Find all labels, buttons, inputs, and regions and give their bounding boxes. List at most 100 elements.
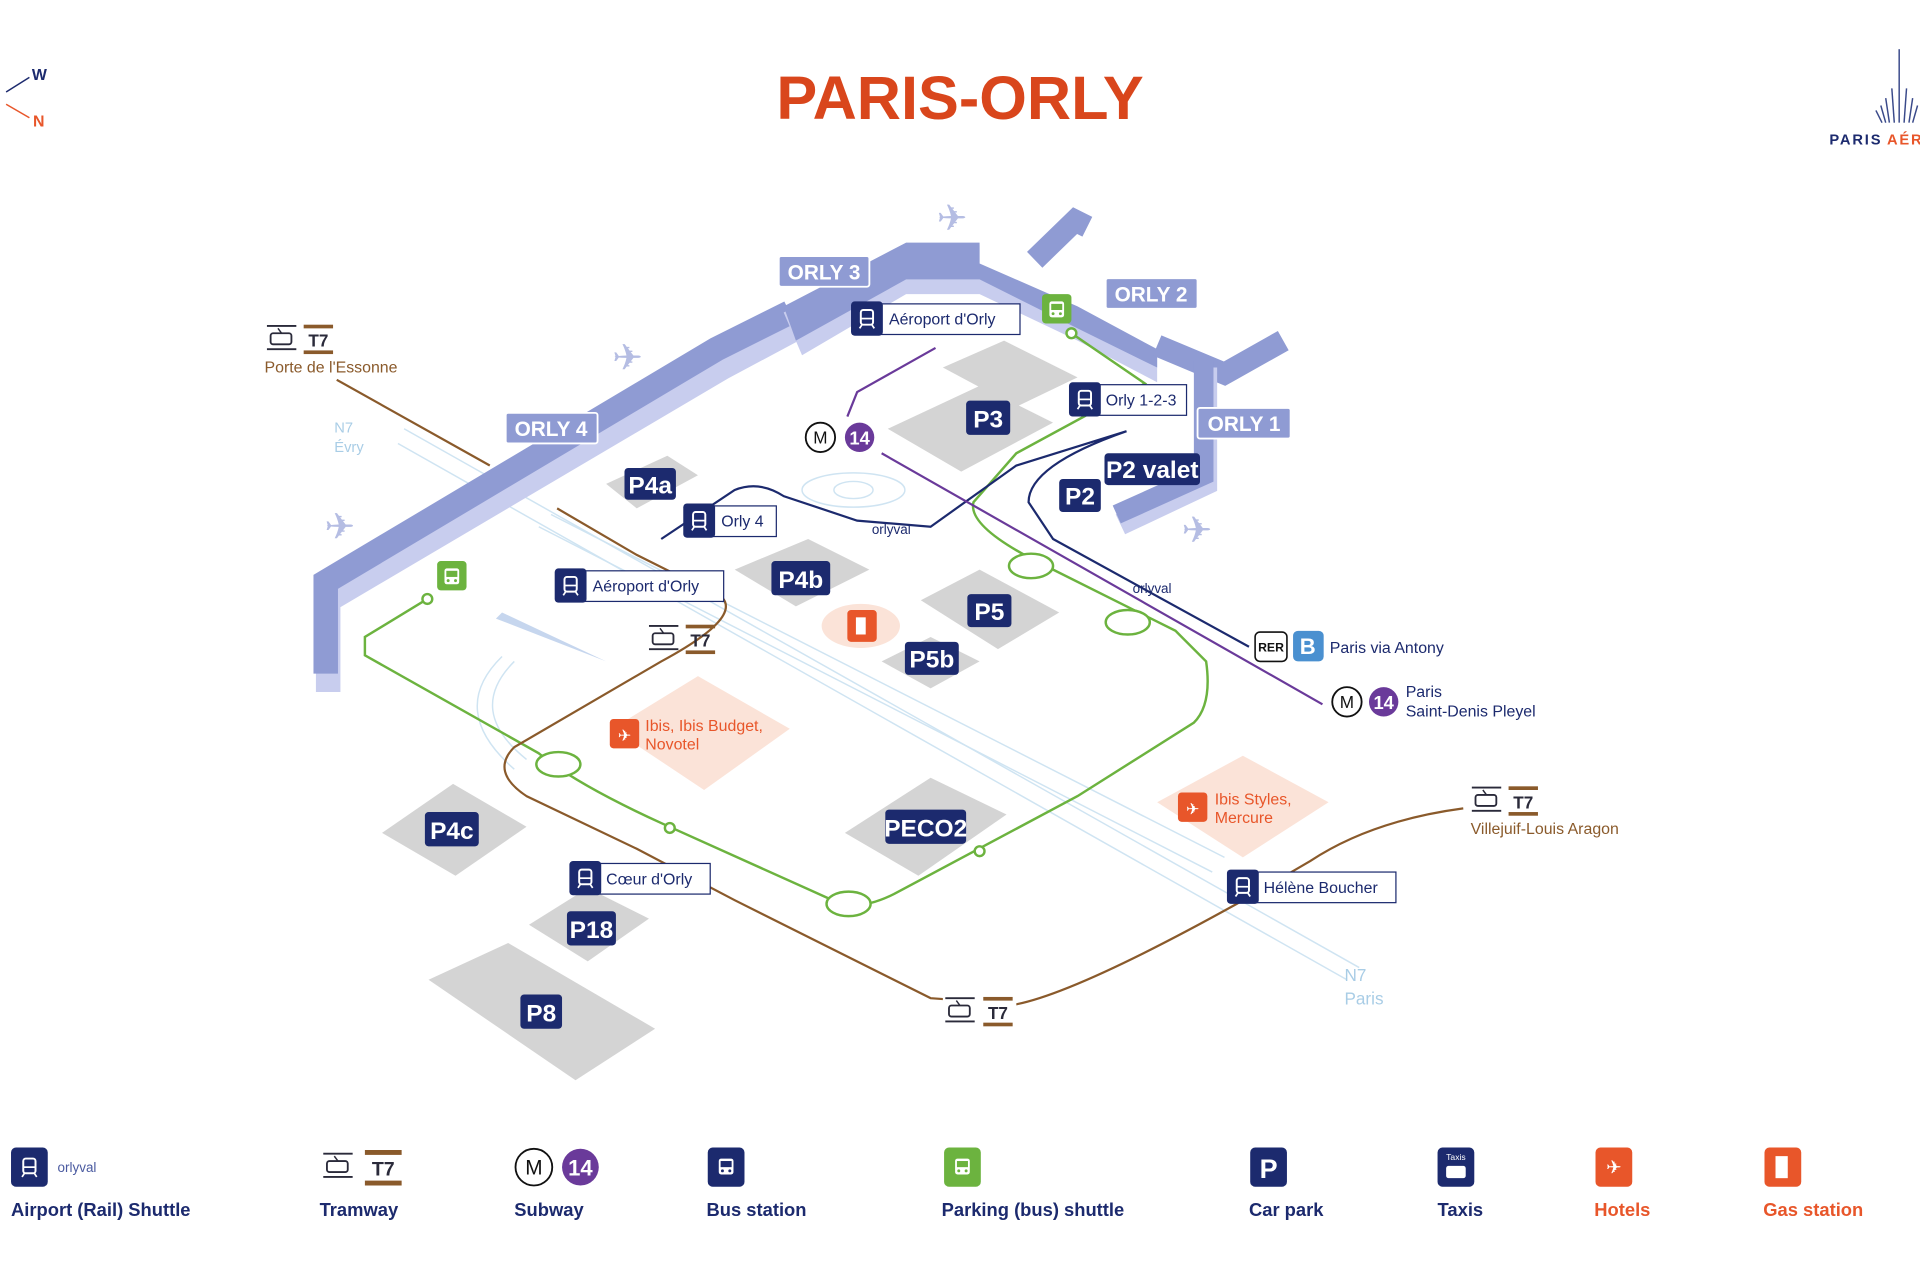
svg-text:M: M (1340, 692, 1354, 712)
legend-tramway: T7 Tramway (320, 1150, 402, 1220)
parking-p4c[interactable]: P4c (424, 812, 479, 847)
plane-icon: ✈ (937, 197, 968, 238)
svg-text:Hotels: Hotels (1594, 1199, 1650, 1220)
parking-p3[interactable]: P3 (966, 400, 1011, 435)
svg-text:orlyval: orlyval (58, 1160, 97, 1175)
svg-text:Hélène Boucher: Hélène Boucher (1264, 880, 1379, 897)
station-helene-boucher[interactable]: Hélène Boucher (1226, 869, 1397, 904)
legend-hotels: ✈ Hotels (1594, 1147, 1650, 1220)
orlyval-line (660, 430, 1250, 648)
svg-text:RER: RER (1258, 641, 1284, 655)
fuel-pump-icon (855, 617, 866, 635)
svg-text:P4b: P4b (778, 567, 823, 594)
svg-text:AÉR: AÉR (1887, 132, 1920, 149)
shuttle-stop (1104, 608, 1152, 636)
station-orly-4[interactable]: Orly 4 (683, 503, 777, 538)
svg-text:Cœur d'Orly: Cœur d'Orly (606, 871, 692, 888)
orlyval-logo: orlyval (872, 522, 911, 537)
parking-p2[interactable]: P2 (1059, 478, 1101, 513)
hotel-icon: ✈ (1606, 1156, 1621, 1177)
metro-14-station[interactable]: M 14 (804, 421, 875, 453)
svg-text:P2: P2 (1065, 484, 1095, 511)
svg-text:T7: T7 (988, 1003, 1008, 1023)
legend-parking-shuttle: Parking (bus) shuttle (942, 1147, 1124, 1220)
fuel-pump-icon (1775, 1156, 1788, 1179)
walkway (495, 612, 607, 662)
svg-text:Orly 1-2-3: Orly 1-2-3 (1106, 393, 1177, 410)
svg-text:P5b: P5b (909, 647, 954, 674)
station-orly-123[interactable]: Orly 1-2-3 (1068, 382, 1188, 417)
shuttle-stop (535, 750, 582, 778)
terminal-label-orly2[interactable]: ORLY 2 (1104, 277, 1199, 310)
legend-taxis: Taxis Taxis (1437, 1147, 1483, 1220)
svg-text:Paris: Paris (1406, 684, 1442, 701)
tram-stop-aeroport-orly[interactable]: T7 (648, 624, 716, 655)
legend: orlyval Airport (Rail) Shuttle T7 Tramwa… (11, 1147, 1863, 1220)
station-aeroport-orly-tram[interactable]: Aéroport d'Orly (554, 568, 725, 603)
svg-text:Subway: Subway (514, 1199, 584, 1220)
svg-text:Aéroport d'Orly: Aéroport d'Orly (889, 312, 996, 329)
compass: W N (5, 67, 47, 130)
hotel-zone (612, 676, 790, 790)
hotels-west[interactable]: ✈ Ibis, Ibis Budget, Novotel (609, 718, 763, 754)
road-n7-evry: N7 (334, 420, 353, 436)
parking-peco2[interactable]: PECO2 (884, 809, 967, 844)
paris-aeroport-logo: PARIS AÉR (1829, 49, 1920, 149)
hotel-icon: ✈ (618, 728, 631, 745)
svg-text:B: B (1300, 634, 1316, 659)
plane-icon: ✈ (1182, 510, 1213, 551)
rer-b-destination[interactable]: RER B Paris via Antony (1254, 630, 1444, 663)
station-aeroport-orly-shuttle[interactable]: Aéroport d'Orly (851, 301, 1021, 336)
road-evry: Évry (334, 439, 364, 456)
hotel-zone (1157, 755, 1329, 858)
taxi-icon (1446, 1165, 1466, 1179)
station-coeur-orly[interactable]: Cœur d'Orly (569, 861, 711, 896)
parking-p5[interactable]: P5 (967, 594, 1012, 628)
parking-p5b[interactable]: P5b (904, 641, 959, 675)
svg-text:Aéroport d'Orly: Aéroport d'Orly (593, 579, 700, 596)
parking-shuttle-line (363, 332, 1209, 907)
svg-text:P5: P5 (974, 599, 1004, 626)
tram-stop-south[interactable]: T7 (942, 994, 1017, 1027)
page-title: PARIS-ORLY (776, 64, 1143, 132)
terminal-label-orly3[interactable]: ORLY 3 (777, 255, 871, 288)
terminal-label-orly1[interactable]: ORLY 1 (1196, 407, 1292, 440)
parking-shuttle-stop[interactable] (437, 561, 467, 591)
svg-text:Ibis, Ibis Budget,: Ibis, Ibis Budget, (645, 718, 763, 735)
tram-stop-porte-essonne[interactable]: T7 Porte de l'Essonne (264, 324, 398, 377)
svg-text:P18: P18 (570, 917, 614, 944)
orlyval-logo: orlyval (1133, 581, 1172, 596)
road-n7-paris: N7 (1344, 965, 1366, 985)
hotels-east[interactable]: ✈ Ibis Styles, Mercure (1177, 792, 1292, 827)
svg-text:Airport (Rail) Shuttle: Airport (Rail) Shuttle (11, 1199, 191, 1220)
svg-text:P4c: P4c (430, 818, 474, 845)
parking-p2-valet[interactable]: P2 valet (1104, 453, 1200, 486)
svg-text:Tramway: Tramway (320, 1199, 399, 1220)
svg-text:Car park: Car park (1249, 1199, 1324, 1220)
parking-p4a[interactable]: P4a (624, 467, 676, 500)
svg-text:T7: T7 (372, 1159, 395, 1181)
parking-p18[interactable]: P18 (566, 911, 616, 946)
parking-p4b[interactable]: P4b (771, 561, 831, 596)
svg-text:ORLY 3: ORLY 3 (788, 261, 861, 284)
svg-text:T7: T7 (308, 331, 328, 351)
svg-text:14: 14 (1373, 692, 1394, 713)
svg-text:M: M (813, 427, 827, 447)
svg-text:Orly 4: Orly 4 (721, 514, 764, 531)
metro-14-destination[interactable]: M 14 Paris Saint-Denis Pleyel (1331, 684, 1536, 721)
svg-text:Saint-Denis Pleyel: Saint-Denis Pleyel (1406, 704, 1536, 721)
svg-text:Bus station: Bus station (707, 1199, 807, 1220)
terminal-label-orly4[interactable]: ORLY 4 (504, 411, 599, 445)
svg-text:PECO2: PECO2 (884, 816, 967, 843)
parking-shuttle-stop[interactable] (1042, 294, 1072, 324)
compass-west-arrow (5, 76, 30, 93)
shuttle-stop (1007, 552, 1055, 580)
legend-bus-station: Bus station (707, 1147, 807, 1220)
svg-text:Villejuif-Louis Aragon: Villejuif-Louis Aragon (1471, 821, 1619, 838)
legend-subway: M 14 Subway (514, 1147, 599, 1220)
tram-stop-villejuif[interactable]: T7 Villejuif-Louis Aragon (1471, 786, 1619, 838)
svg-text:T7: T7 (690, 631, 710, 651)
parking-p8[interactable]: P8 (520, 994, 563, 1029)
compass-n: N (33, 113, 45, 130)
gas-station[interactable] (847, 610, 877, 642)
